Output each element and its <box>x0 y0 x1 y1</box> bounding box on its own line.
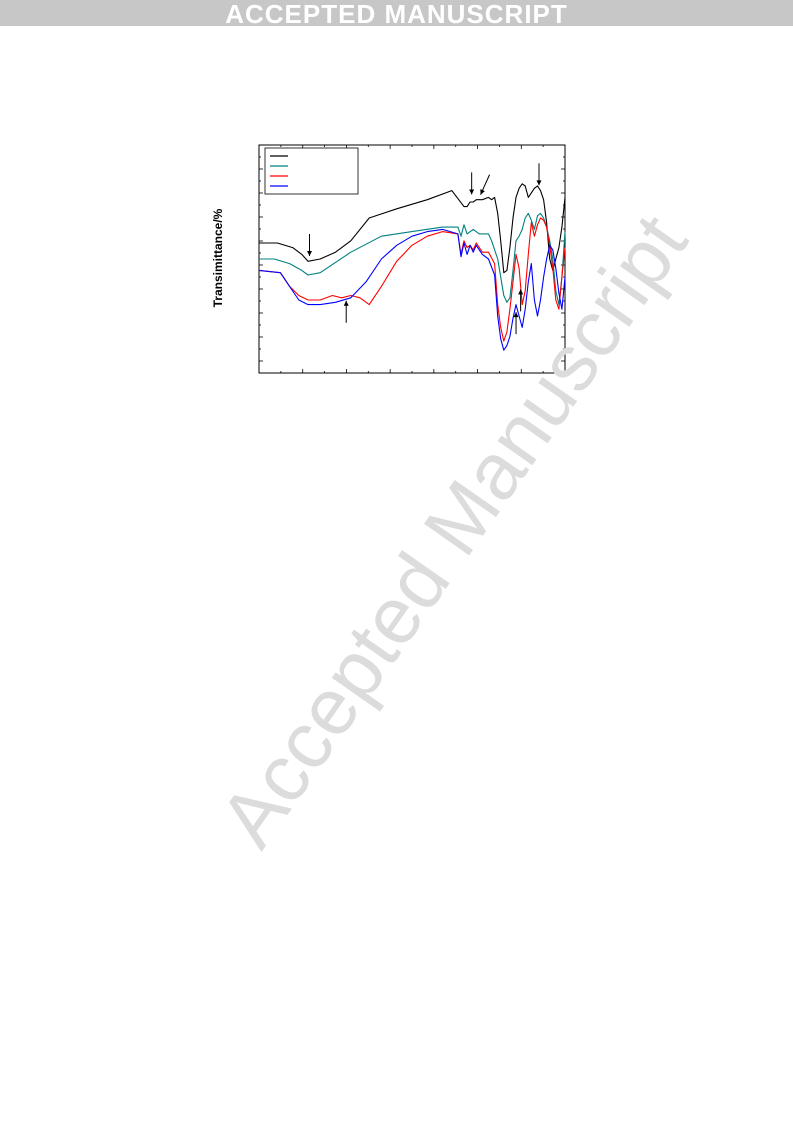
annotation-arrow-7 <box>518 289 524 312</box>
annotation-arrow-4 <box>536 163 542 186</box>
arrow-head <box>518 289 524 295</box>
annotation-arrow-2 <box>469 172 475 195</box>
series-line-2 <box>259 212 566 306</box>
arrow-head <box>343 300 349 306</box>
arrow-head <box>513 312 519 318</box>
arrow-head <box>480 189 485 195</box>
annotation-arrow-5 <box>343 300 349 323</box>
legend <box>264 147 359 195</box>
series-line-4 <box>258 228 566 351</box>
arrow-head <box>306 251 312 256</box>
accepted-manuscript-banner: ACCEPTED MANUSCRIPT <box>0 0 793 29</box>
annotations <box>306 163 542 335</box>
arrow-head <box>469 189 475 195</box>
annotation-arrow-1 <box>306 234 312 256</box>
series-line-1 <box>259 183 566 274</box>
annotation-arrow-6 <box>513 312 519 335</box>
annotation-arrow-3 <box>480 174 491 195</box>
axis-ticks <box>258 144 566 374</box>
arrow-head <box>536 180 542 186</box>
banner-title: ACCEPTED MANUSCRIPT <box>225 0 568 29</box>
legend-box <box>264 147 359 195</box>
